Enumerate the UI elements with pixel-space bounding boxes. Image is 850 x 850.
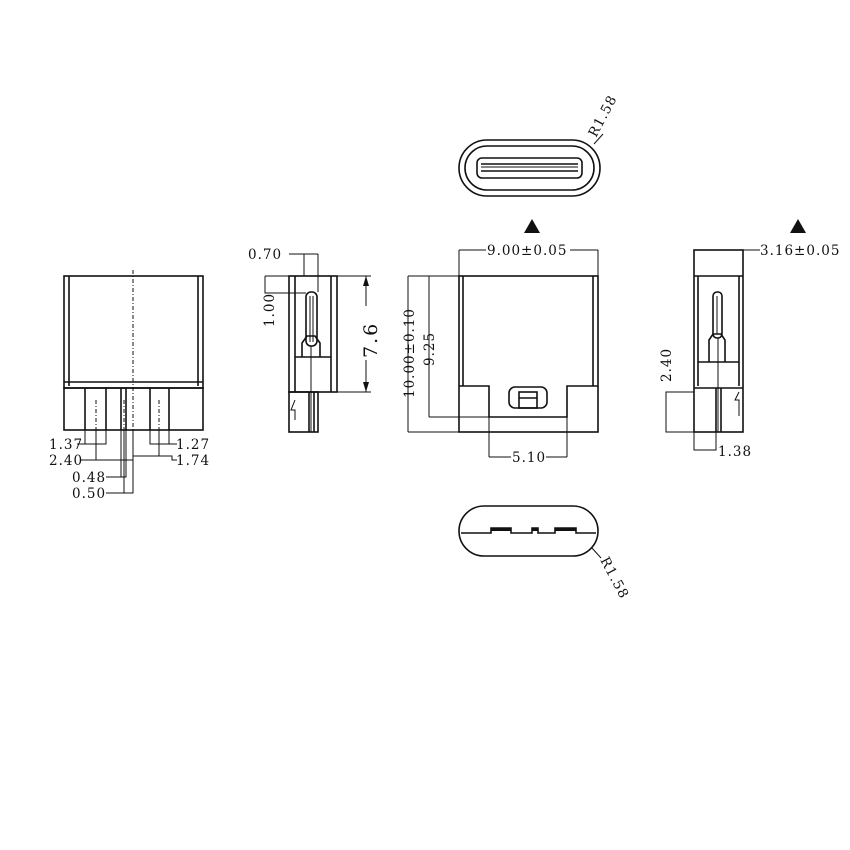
left-dim-0-48: 0.48 bbox=[72, 470, 106, 486]
left-dim-1-74: 1.74 bbox=[176, 453, 210, 469]
top-radius-label: R1.58 bbox=[585, 92, 620, 139]
front-width-label: 9.00±0.05 bbox=[487, 243, 567, 259]
top-view-tongue-slot bbox=[476, 157, 583, 179]
bottom-view: R1.58 bbox=[458, 505, 632, 602]
datum-triangle-icon-right bbox=[790, 219, 806, 233]
bottom-radius-label: R1.58 bbox=[596, 554, 631, 601]
right-view: 3.16±0.05 2.40 1.38 bbox=[659, 219, 840, 460]
top-view: R1.58 bbox=[458, 92, 621, 197]
front-view-body bbox=[458, 275, 599, 433]
left-dim-2-40: 2.40 bbox=[49, 453, 83, 469]
front-view: 9.00±0.05 10.00±0.10 9.25 5.10 bbox=[402, 219, 599, 466]
left-view: 1.37 2.40 0.48 0.50 1.27 1.74 bbox=[49, 270, 210, 502]
side-thickness-label: 0.70 bbox=[248, 247, 282, 263]
top-view-outer-shell bbox=[458, 139, 601, 197]
side-view: 0.70 1.00 7.6 bbox=[248, 247, 382, 433]
left-dim-0-50: 0.50 bbox=[72, 486, 106, 502]
left-dim-1-37: 1.37 bbox=[49, 437, 83, 453]
front-height-inner-label: 9.25 bbox=[422, 332, 438, 366]
side-offset-label: 1.00 bbox=[262, 293, 278, 327]
datum-triangle-icon bbox=[524, 219, 540, 233]
top-radius-leader bbox=[593, 133, 604, 145]
right-pin-offset-label: 1.38 bbox=[718, 444, 752, 460]
bottom-radius-leader bbox=[591, 547, 602, 559]
bottom-view-shell bbox=[458, 505, 599, 557]
left-dim-1-27: 1.27 bbox=[176, 437, 210, 453]
right-depth-label: 3.16±0.05 bbox=[760, 243, 840, 259]
front-slot-width-label: 5.10 bbox=[512, 450, 546, 466]
front-height-outer-label: 10.00±0.10 bbox=[402, 308, 418, 398]
top-view-inner-shell bbox=[464, 145, 595, 191]
side-height-label: 7.6 bbox=[360, 322, 382, 358]
right-lower-height-label: 2.40 bbox=[659, 348, 675, 382]
